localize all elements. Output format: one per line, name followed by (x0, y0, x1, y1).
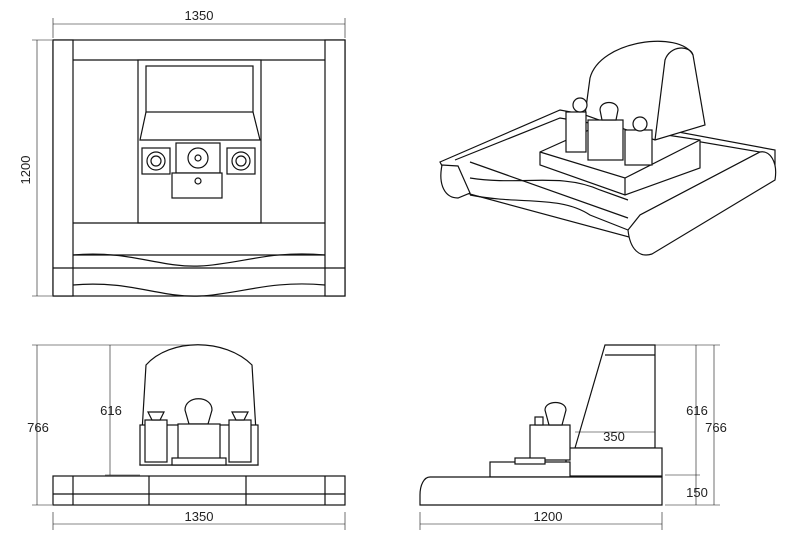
plan-width-label: 1350 (185, 8, 214, 23)
side-inner-depth-label: 350 (603, 429, 625, 444)
front-width-label: 1350 (185, 509, 214, 524)
side-height-label: 766 (705, 420, 727, 435)
isometric-view (439, 40, 777, 256)
side-view: 766 616 150 778 1200 350 (419, 344, 727, 530)
front-height-label: 766 (27, 420, 49, 435)
plan-view: 1350 1200 550 778 (18, 8, 346, 297)
front-view: 766 616 550 1350 (27, 344, 346, 530)
side-width-label: 1200 (534, 509, 563, 524)
plan-depth-label: 1200 (18, 156, 33, 185)
front-inner-height-label: 616 (100, 403, 122, 418)
side-inner-height-label: 616 (686, 403, 708, 418)
side-base-height-label: 150 (686, 485, 708, 500)
